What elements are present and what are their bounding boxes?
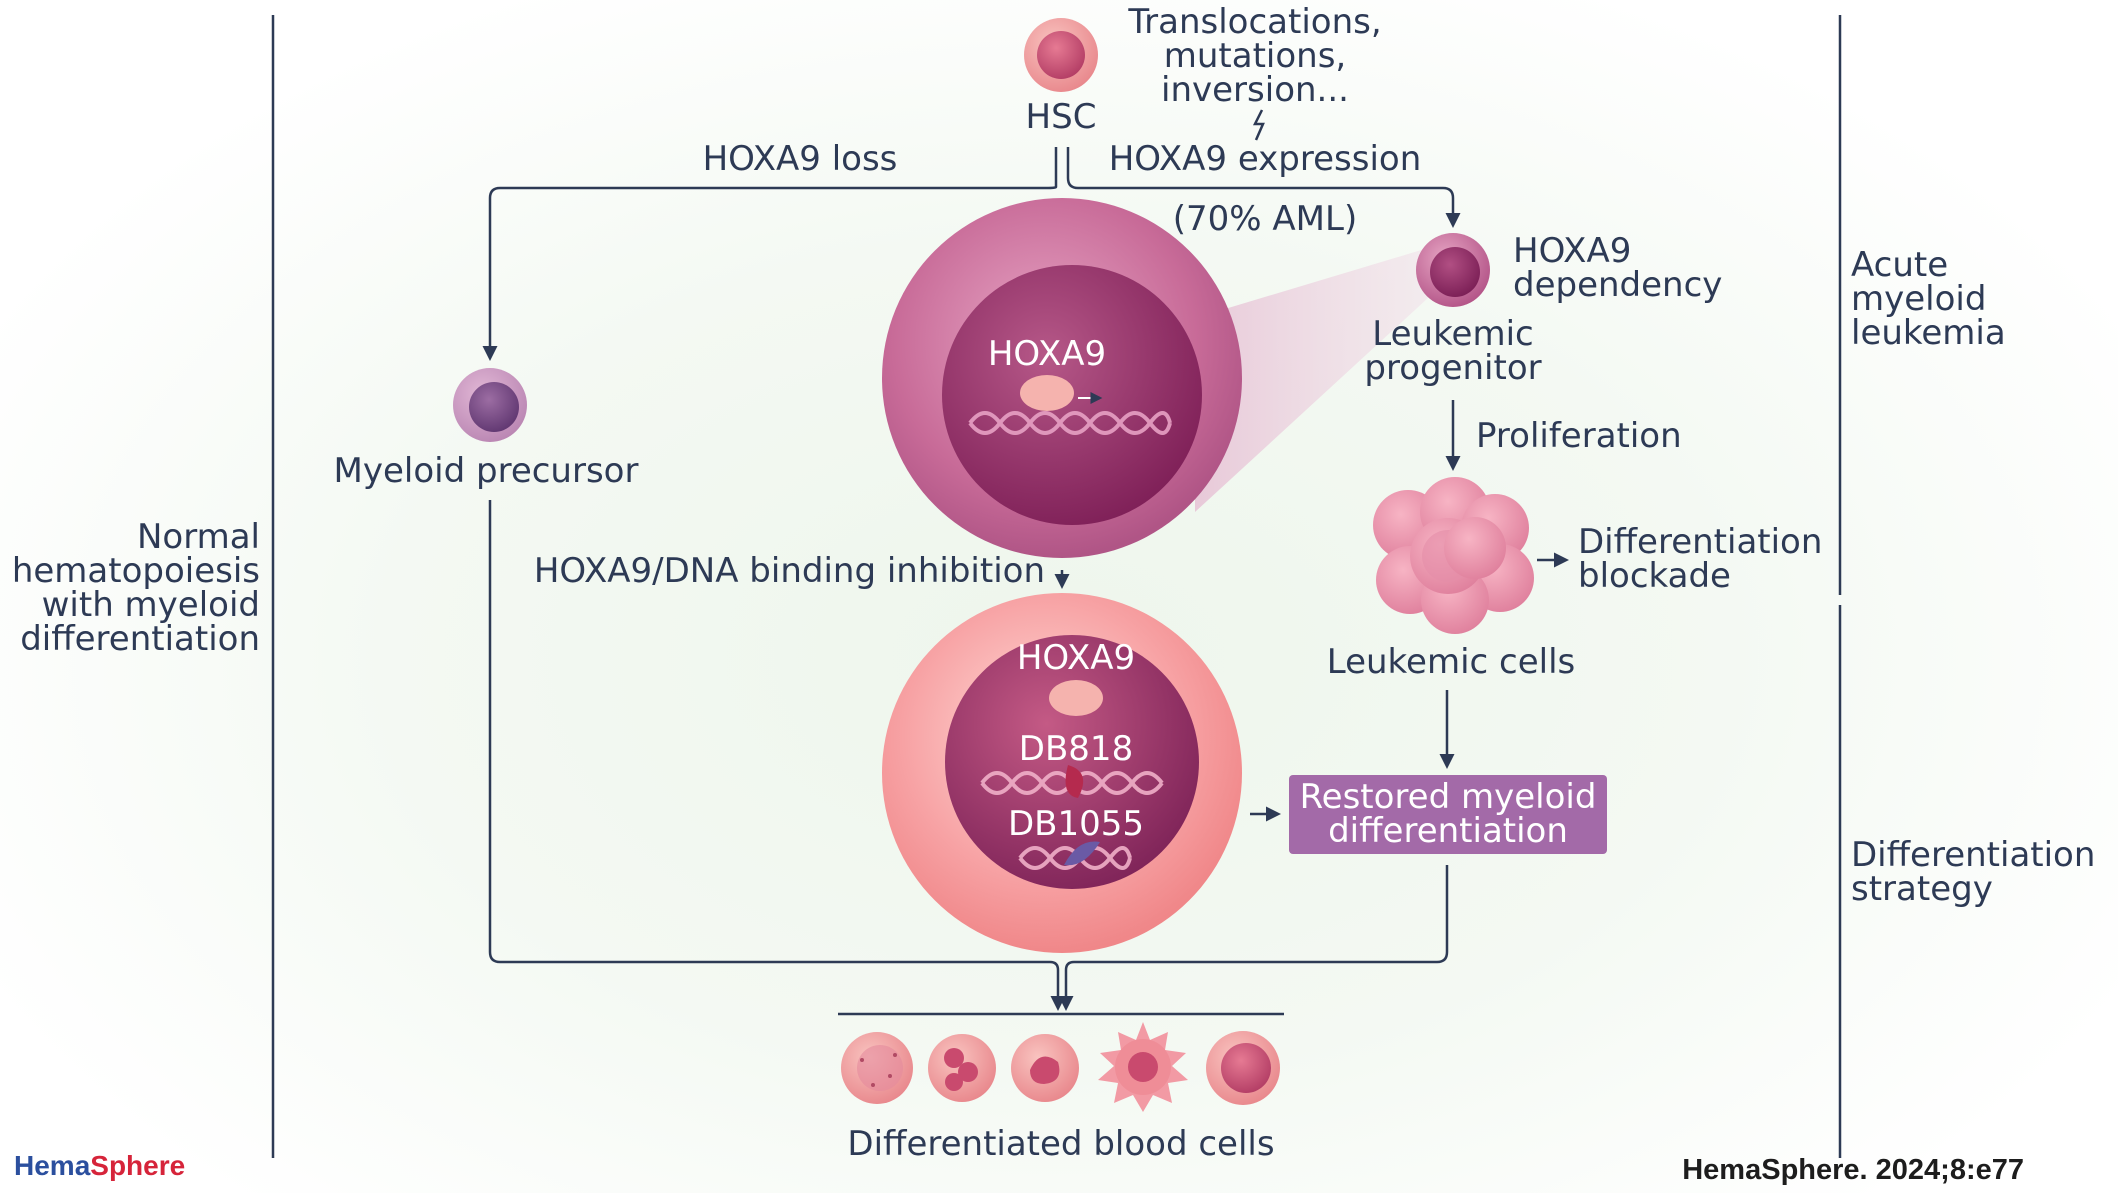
trigger-line-1: Translocations,	[1127, 2, 1381, 42]
leukemic-cell-cluster	[1373, 477, 1534, 634]
trigger-line-2: mutations,	[1164, 36, 1346, 76]
normal-line-1: Normal	[137, 517, 260, 557]
dependency-line-1: HOXA9	[1513, 231, 1631, 271]
lightning-icon	[1252, 109, 1265, 141]
hsc-label: HSC	[1026, 97, 1097, 137]
hoxa9-expression-label: HOXA9 expression	[1109, 139, 1422, 179]
normal-line-3: with myeloid	[42, 585, 260, 625]
differentiation-blockade-label: Differentiation blockade	[1578, 522, 1822, 596]
progenitor-line-1: Leukemic	[1372, 314, 1533, 354]
hoxa9-top-label: HOXA9	[988, 334, 1106, 374]
differentiated-cell-5	[1206, 1031, 1280, 1105]
leukemic-cells-label: Leukemic cells	[1327, 642, 1576, 682]
restored-line-2: differentiation	[1328, 811, 1568, 851]
proliferation-label: Proliferation	[1476, 416, 1682, 456]
aml-percent-label: (70% AML)	[1173, 199, 1357, 239]
blockade-line-2: blockade	[1578, 556, 1731, 596]
hoxa9-dependency-label: HOXA9 dependency	[1513, 231, 1722, 305]
aml-line-3: leukemia	[1851, 313, 2006, 353]
differentiated-cell-3	[1011, 1034, 1079, 1102]
hemasphere-logo: HemaSphere	[14, 1150, 185, 1182]
hoxa9-loss-label: HOXA9 loss	[703, 139, 898, 179]
db818-ligand	[1065, 765, 1084, 798]
strategy-side-label: Differentiation strategy	[1851, 835, 2095, 909]
dna-helix-top	[968, 411, 1172, 435]
binding-inhibition-label: HOXA9/DNA binding inhibition	[534, 551, 1045, 591]
aml-line-1: Acute	[1851, 245, 1948, 285]
differentiated-cell-1	[841, 1032, 913, 1104]
trigger-text: Translocations, mutations, inversion...	[1127, 2, 1381, 110]
myeloid-precursor-label: Myeloid precursor	[334, 451, 639, 491]
db1055-label: DB1055	[1008, 804, 1144, 844]
brand-part-2: Sphere	[90, 1150, 186, 1181]
hsc-cell	[1024, 18, 1098, 92]
hoxa9-bottom-label: HOXA9	[1017, 638, 1135, 678]
brand-part-1: Hema	[14, 1150, 91, 1181]
restored-line-1: Restored myeloid	[1300, 777, 1597, 817]
blockade-line-1: Differentiation	[1578, 522, 1822, 562]
differentiated-cells-label: Differentiated blood cells	[847, 1124, 1274, 1164]
dependency-line-2: dependency	[1513, 265, 1722, 305]
normal-path-arrow	[488, 500, 1066, 1011]
loss-path-arrow	[482, 147, 1058, 361]
differentiated-cell-2	[928, 1034, 996, 1102]
differentiated-cell-4	[1098, 1022, 1188, 1112]
normal-hematopoiesis-label: Normal hematopoiesis with myeloid differ…	[12, 517, 260, 659]
inhibited-cell	[882, 593, 1242, 953]
leukemic-progenitor-cell	[1416, 233, 1490, 307]
restored-differentiation-box	[1289, 775, 1607, 854]
hoxa9-protein-bottom	[1049, 680, 1103, 716]
strategy-line-1: Differentiation	[1851, 835, 2095, 875]
progenitor-line-2: progenitor	[1364, 348, 1541, 388]
hoxa9-bound-cell	[882, 198, 1242, 558]
aml-line-2: myeloid	[1851, 279, 1986, 319]
zoom-cone	[1195, 248, 1428, 512]
hoxa9-protein-top	[1020, 375, 1074, 411]
restored-path-arrow	[1058, 865, 1449, 1011]
strategy-line-2: strategy	[1851, 869, 1993, 909]
normal-line-2: hematopoiesis	[12, 551, 260, 591]
expression-path-arrow	[1066, 147, 1461, 228]
normal-line-4: differentiation	[20, 619, 260, 659]
leukemic-progenitor-label: Leukemic progenitor	[1364, 314, 1541, 388]
citation: HemaSphere. 2024;8:e77	[1682, 1154, 2024, 1186]
db1055-ligand	[1064, 841, 1100, 866]
myeloid-precursor-cell	[453, 368, 527, 442]
db818-label: DB818	[1019, 729, 1133, 769]
trigger-line-3: inversion...	[1161, 70, 1349, 110]
aml-side-label: Acute myeloid leukemia	[1851, 245, 2006, 353]
